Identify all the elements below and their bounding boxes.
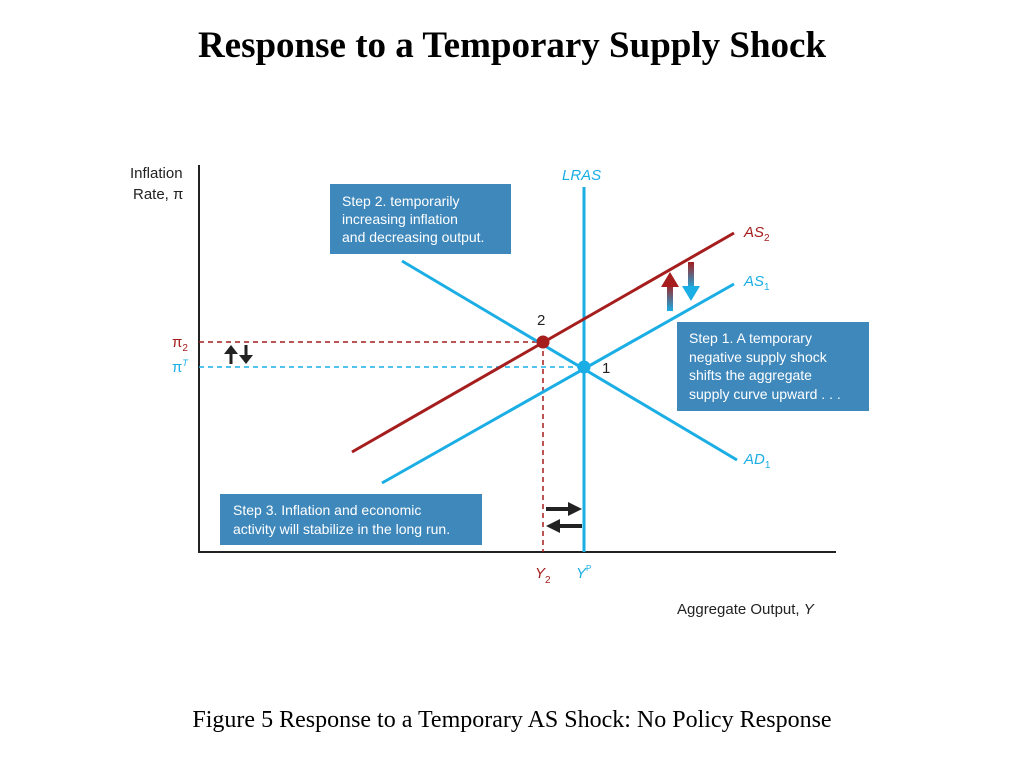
y2-tick-sub: 2: [545, 575, 551, 586]
ad1-label-main: AD: [743, 451, 765, 468]
step3-box: Step 3. Inflation and economic activity …: [220, 494, 482, 545]
y-axis-label-line2: Rate, π: [133, 186, 183, 203]
step1-line-1: Step 1. A temporary: [689, 330, 812, 346]
yp-tick-label: YP: [576, 564, 591, 582]
yp-tick-sup: P: [586, 564, 591, 573]
step1-line-3: shifts the aggregate: [689, 367, 812, 383]
as-shift-arrows-icon: [661, 262, 700, 311]
step2-line-1: Step 2. temporarily: [342, 193, 460, 209]
pi2-tick-label: π2: [172, 334, 188, 354]
as1-curve: [381, 282, 735, 485]
x-axis-label-var: Y: [804, 601, 815, 618]
step1-box: Step 1. A temporary negative supply shoc…: [677, 322, 869, 411]
piT-tick-main: π: [172, 359, 182, 376]
step3-line-1: Step 3. Inflation and economic: [233, 502, 421, 518]
step3-line-2: activity will stabilize in the long run.: [233, 521, 450, 537]
step2-box: Step 2. temporarily increasing inflation…: [330, 184, 511, 254]
point-1-marker: [577, 360, 591, 374]
point-2-label: 2: [537, 312, 545, 329]
as1-label: AS1: [743, 273, 770, 293]
figure-caption: Figure 5 Response to a Temporary AS Shoc…: [192, 707, 832, 733]
piT-tick-sup: T: [182, 358, 189, 368]
x-axis-label-main: Aggregate Output,: [677, 601, 804, 618]
point-1-label: 1: [602, 360, 610, 377]
point-2-marker: [536, 335, 550, 349]
as2-label: AS2: [743, 224, 770, 244]
y2-tick-main: Y: [535, 565, 546, 582]
as1-label-sub: 1: [764, 282, 770, 293]
output-shift-arrows-icon: [546, 502, 582, 533]
piT-tick-label: πT: [172, 358, 189, 376]
ad1-label: AD1: [743, 451, 771, 471]
step2-line-3: and decreasing output.: [342, 229, 484, 245]
step1-line-2: negative supply shock: [689, 349, 828, 365]
lras-label: LRAS: [562, 167, 601, 184]
inflation-up-down-arrows-icon: [224, 345, 253, 364]
y2-tick-label: Y2: [535, 565, 551, 586]
y-axis-label-line1: Inflation: [130, 165, 183, 182]
pi2-tick-sub: 2: [182, 343, 188, 354]
yp-tick-main: Y: [576, 565, 587, 582]
page-title: Response to a Temporary Supply Shock: [197, 25, 827, 66]
as2-label-sub: 2: [764, 233, 770, 244]
pi2-tick-main: π: [172, 334, 182, 351]
step2-line-2: increasing inflation: [342, 211, 458, 227]
ad1-label-sub: 1: [765, 460, 771, 471]
step1-line-4: supply curve upward . . .: [689, 386, 841, 402]
ad1-curve: [401, 259, 738, 462]
x-axis-label: Aggregate Output, Y: [677, 601, 815, 618]
as1-label-main: AS: [743, 273, 764, 290]
as2-label-main: AS: [743, 224, 764, 241]
